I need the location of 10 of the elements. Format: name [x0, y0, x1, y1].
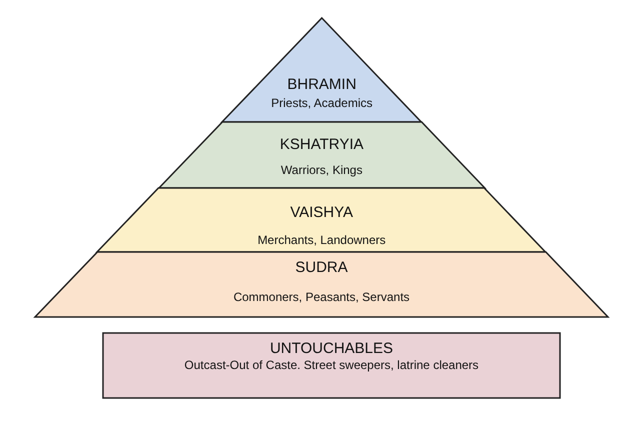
- tier-title: BHRAMIN: [287, 76, 356, 93]
- tier-title: UNTOUCHABLES: [270, 340, 394, 357]
- tier-description: Warriors, Kings: [280, 163, 362, 177]
- tier-description: Outcast-Out of Caste. Street sweepers, latrine cleaners: [184, 358, 479, 372]
- tier-title: KSHATRYIA: [280, 136, 364, 153]
- tier-description: Priests, Academics: [271, 96, 372, 110]
- tier-title: SUDRA: [295, 259, 348, 276]
- tier-description: Merchants, Landowners: [258, 233, 386, 247]
- tier-description: Commoners, Peasants, Servants: [233, 290, 410, 304]
- tier-title: VAISHYA: [290, 204, 353, 221]
